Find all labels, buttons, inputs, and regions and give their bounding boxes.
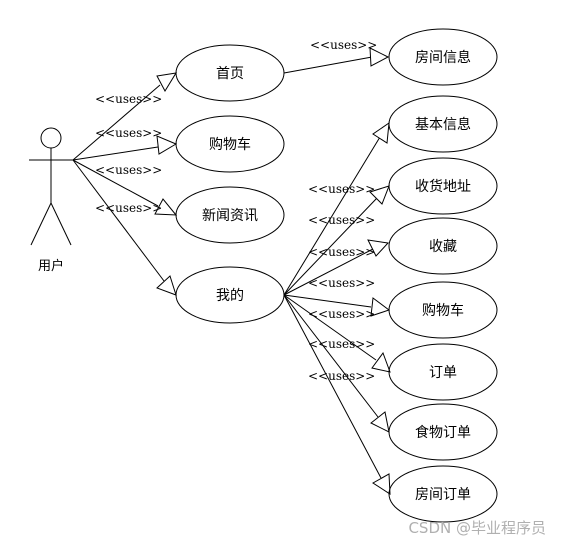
use-case-mine: 我的 [175,266,285,324]
use-case-cart: 购物车 [175,115,285,173]
uses-label-room-orders: <<uses>> [308,369,375,383]
use-case-room-info: 房间信息 [388,28,498,86]
label-orders: 订单 [429,365,457,381]
ellipse-orders [388,343,498,401]
uses-label-basic-info: <<uses>> [308,182,375,196]
label-basic-info: 基本信息 [415,116,471,133]
watermark: CSDN @毕业程序员 [408,519,546,537]
uses-label-news: <<uses>> [95,163,162,177]
uses-label-mine: <<uses>> [95,201,162,215]
actor-head [40,127,62,149]
use-case-address: 收货地址 [388,157,498,215]
label-food-orders: 食物订单 [415,424,471,441]
assoc-line-my-cart [283,294,372,308]
use-case-orders: 订单 [388,343,498,401]
assoc-line-cart [72,146,159,161]
arrowhead-food-orders [370,411,390,433]
assoc-line-home [72,84,161,161]
use-case-home: 首页 [175,44,285,102]
label-mine: 我的 [216,288,244,304]
arrowhead-orders [371,351,391,373]
assoc-line-address [283,197,378,296]
actor-label: 用户 [38,258,64,274]
label-my-cart: 购物车 [422,302,464,319]
use-case-basic-info: 基本信息 [388,95,498,153]
assoc-line-room-info [283,56,373,74]
assoc-line-news [72,159,159,207]
use-case-news: 新闻资讯 [175,186,285,244]
uses-label-home: <<uses>> [95,92,162,106]
arrowhead-basic-info [372,121,390,144]
label-favorites: 收藏 [429,239,457,255]
arrowhead-room-info [369,47,390,67]
use-case-room-orders: 房间订单 [388,465,498,523]
actor-right-leg [50,202,72,246]
uses-label-favorites: <<uses>> [308,245,375,259]
label-home: 首页 [216,66,244,82]
actor-associations [72,72,178,296]
uses-label-address: <<uses>> [308,213,375,227]
actor-user: 用户 [29,127,73,274]
label-news: 新闻资讯 [202,208,258,224]
assoc-line-food-orders [283,294,379,418]
ellipse-food-orders [388,403,498,461]
uses-label-my-cart: <<uses>> [308,276,375,290]
assoc-line-mine [72,159,165,282]
ellipse-basic-info [388,95,498,153]
arrowhead-news [154,198,178,216]
ellipse-cart [175,115,285,173]
use-case-my-cart: 购物车 [388,281,498,339]
label-cart: 购物车 [209,136,251,153]
assoc-line-room-orders [283,294,382,479]
uses-label-room-info: <<uses>> [310,38,377,52]
ellipse-favorites [388,217,498,275]
arrowhead-room-orders [372,473,391,495]
arrowhead-home [156,72,177,93]
use-case-food-orders: 食物订单 [388,403,498,461]
uses-label-orders: <<uses>> [308,307,375,321]
arrowhead-cart [156,135,178,155]
label-address: 收货地址 [415,178,471,195]
assoc-home-room-info: <<uses>> [283,38,390,74]
ellipse-address [388,157,498,215]
ellipse-room-info [388,28,498,86]
label-room-orders: 房间订单 [415,487,471,503]
uses-label-food-orders: <<uses>> [308,337,375,351]
assoc-line-favorites [283,248,374,296]
label-room-info: 房间信息 [415,49,471,66]
ellipse-my-cart [388,281,498,339]
actor-left-leg [30,202,52,246]
assoc-line-basic-info [283,136,381,296]
ellipse-room-orders [388,465,498,523]
use-case-favorites: 收藏 [388,217,498,275]
ellipse-news [175,186,285,244]
uses-label-cart: <<uses>> [95,126,162,140]
arrowhead-mine [156,275,177,296]
arrowhead-my-cart [370,297,391,317]
arrowhead-favorites [367,239,390,257]
assoc-line-orders [283,294,377,361]
mine-associations [283,121,391,495]
arrowhead-address [369,185,390,205]
